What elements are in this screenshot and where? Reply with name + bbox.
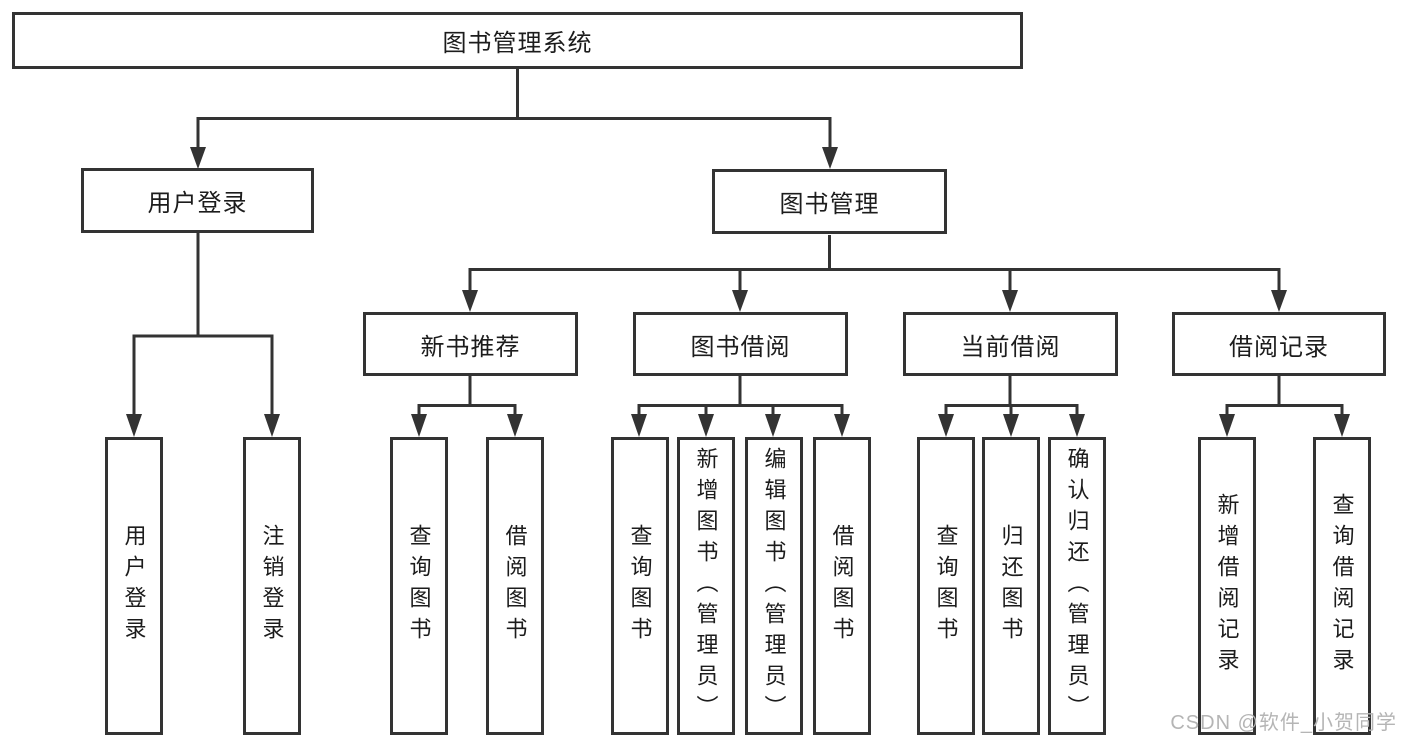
leaf-label: 借阅图书 [829,524,855,648]
leaf-label: 用户登录 [121,524,147,648]
leaf-query-books-current: 查询图书 [917,437,975,735]
leaf-label: 查询图书 [406,524,432,648]
leaf-add-book-admin: 新增图书（管理员） [677,437,735,735]
leaf-add-borrow-record: 新增借阅记录 [1198,437,1256,735]
leaf-label: 新增图书（管理员） [693,446,719,726]
leaf-confirm-return-admin: 确认归还（管理员） [1048,437,1106,735]
node-root: 图书管理系统 [12,12,1023,69]
node-borrow-records: 借阅记录 [1172,312,1386,376]
connector-paths [132,69,1344,416]
node-new-book-recommend: 新书推荐 [363,312,578,376]
leaf-query-books-borrow: 查询图书 [611,437,669,735]
leaf-borrow-books-2: 借阅图书 [813,437,871,735]
leaf-label: 归还图书 [998,524,1024,648]
leaf-label: 查询图书 [933,524,959,648]
node-borrow-records-label: 借阅记录 [1229,333,1329,361]
leaf-label: 查询图书 [627,524,653,648]
leaf-label: 确认归还（管理员） [1064,446,1090,726]
node-current-borrow-label: 当前借阅 [960,333,1061,361]
node-current-borrow: 当前借阅 [903,312,1118,376]
node-user-login: 用户登录 [81,168,314,233]
leaf-query-books-recommend: 查询图书 [390,437,448,735]
node-book-management: 图书管理 [712,169,947,234]
leaf-user-login: 用户登录 [105,437,163,735]
leaf-return-book: 归还图书 [982,437,1040,735]
leaf-label: 借阅图书 [502,524,528,648]
leaf-label: 编辑图书（管理员） [761,446,787,726]
leaf-label: 注销登录 [259,524,285,648]
csdn-watermark: CSDN @软件_小贺同学 [1170,712,1397,734]
arrowheads [126,147,1350,437]
node-user-login-label: 用户登录 [147,190,248,217]
leaf-logout: 注销登录 [243,437,301,735]
leaf-label: 新增借阅记录 [1214,493,1240,679]
node-book-management-label: 图书管理 [779,191,880,218]
leaf-query-borrow-record: 查询借阅记录 [1313,437,1371,735]
leaf-borrow-books-recommend: 借阅图书 [486,437,544,735]
node-book-borrow: 图书借阅 [633,312,848,376]
node-book-borrow-label: 图书借阅 [690,333,791,361]
node-root-label: 图书管理系统 [442,30,593,57]
leaf-label: 查询借阅记录 [1329,493,1355,679]
node-new-book-recommend-label: 新书推荐 [420,333,521,361]
leaf-edit-book-admin: 编辑图书（管理员） [745,437,803,735]
